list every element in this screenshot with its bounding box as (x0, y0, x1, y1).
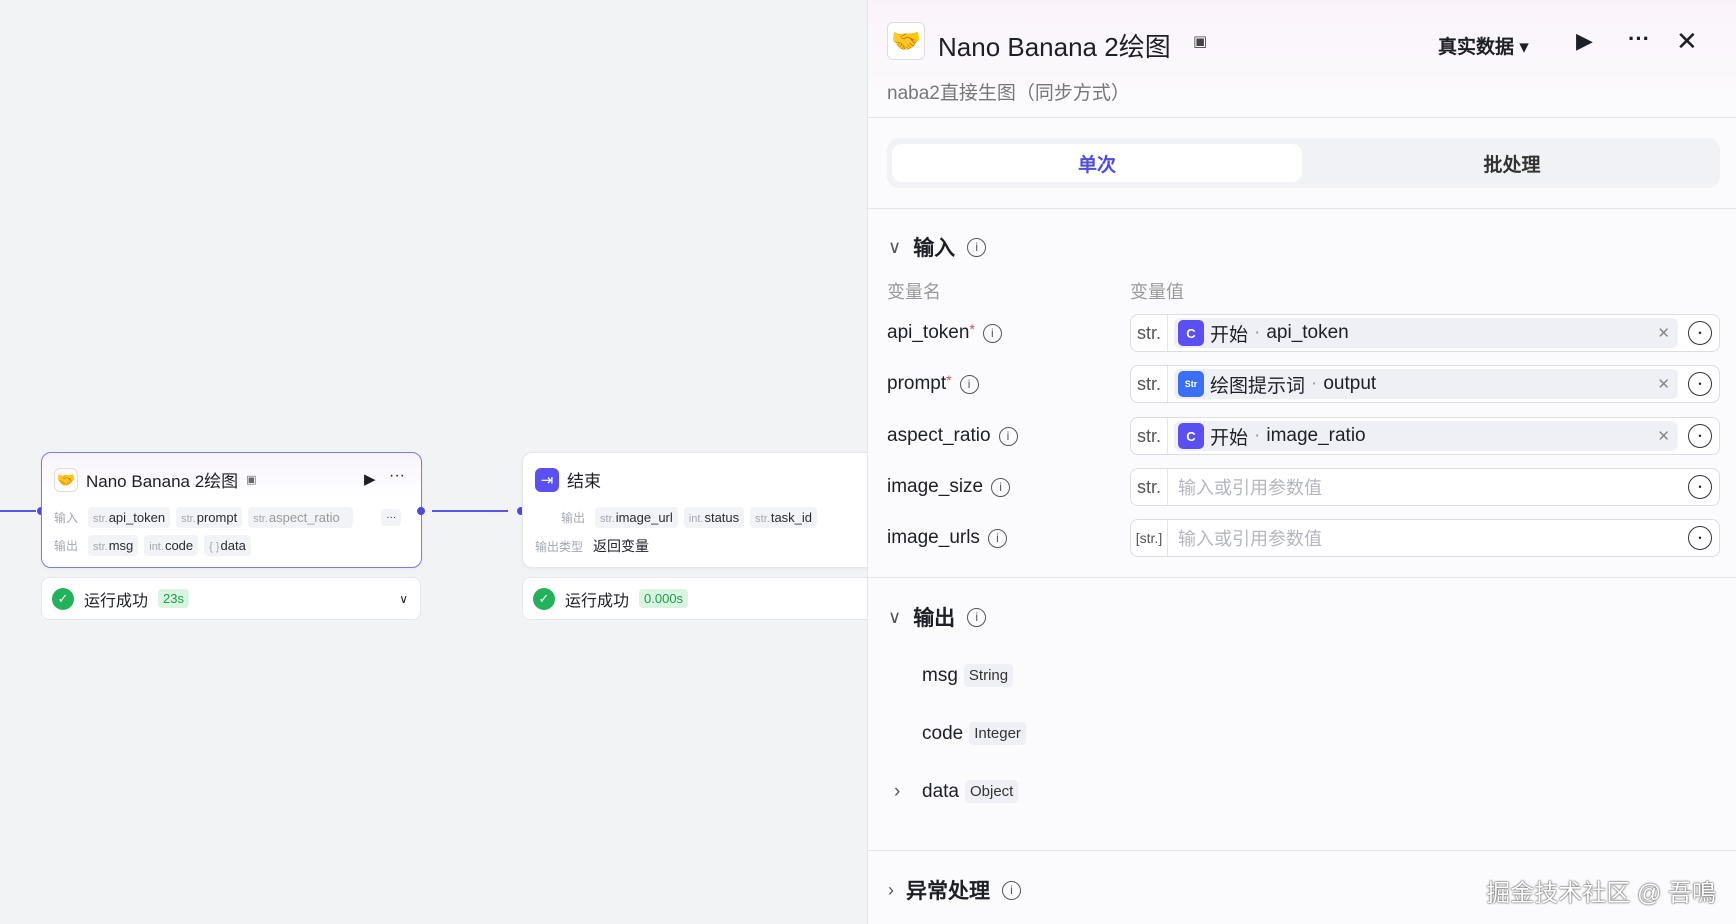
watermark: 掘金技术社区 @ 吾鳴 (1486, 880, 1716, 907)
node-more-button[interactable]: ··· (389, 467, 405, 484)
node-config-panel: 🤝 Nano Banana 2绘图 ▣ 真实数据 ▾ ▶ ··· ✕ naba2… (867, 0, 1736, 924)
output-tag: int.code (144, 535, 199, 556)
output-label: 输出 (561, 511, 586, 525)
variable-ref-icon[interactable]: • (1688, 424, 1712, 448)
run-node-button[interactable]: ▶ (364, 471, 376, 488)
info-icon: i (1002, 880, 1021, 900)
output-tag: int.status (683, 507, 745, 528)
output-label: 输出 (54, 539, 79, 553)
handshake-icon: 🤝 (54, 467, 78, 492)
text-node-icon: Str (1178, 371, 1204, 397)
status-text: 运行成功 (565, 592, 630, 610)
clear-icon[interactable]: ✕ (1657, 325, 1670, 342)
more-inputs-button[interactable]: ··· (381, 509, 402, 526)
node-title: 结束 (567, 472, 601, 491)
col-header-name: 变量名 (887, 282, 941, 302)
node1-run-status[interactable]: ✓ 运行成功 23s ∨ (41, 577, 421, 620)
output-type-label: 输出类型 (535, 539, 584, 554)
run-time-badge: 0.000s (639, 589, 689, 608)
check-icon: ✓ (533, 587, 555, 610)
run-time-badge: 23s (158, 589, 189, 608)
tab-single[interactable]: 单次 (892, 144, 1302, 182)
mode-tabs: 单次 批处理 (887, 138, 1720, 188)
node-title: Nano Banana 2绘图 (86, 472, 239, 491)
end-input-handle[interactable] (517, 507, 525, 515)
output-tag: str.image_url (595, 507, 678, 528)
chevron-down-icon[interactable]: ∨ (399, 591, 408, 606)
panel-description: naba2直接生图（同步方式） (887, 83, 1130, 104)
input-tag: str.prompt (176, 507, 243, 528)
variable-ref-icon[interactable]: • (1688, 372, 1712, 396)
variable-ref-icon[interactable]: • (1688, 526, 1712, 550)
check-icon: ✓ (52, 587, 74, 610)
variable-ref-icon[interactable]: • (1688, 321, 1712, 345)
col-header-value: 变量值 (1130, 282, 1184, 302)
node-end[interactable]: ⇥ 结束 输出 str.image_url int.status str.task… (522, 452, 882, 568)
node-nano-banana[interactable]: 🤝 Nano Banana 2绘图 ▣ ▶ ··· 输入 str.api_token… (41, 452, 422, 568)
tab-batch[interactable]: 批处理 (1483, 154, 1541, 176)
data-mode-select[interactable]: 真实数据 ▾ (1438, 37, 1529, 58)
clear-icon[interactable]: ✕ (1657, 428, 1670, 445)
plugin-icon: ▣ (1193, 33, 1208, 50)
edge-node1-end (432, 510, 508, 512)
node1-output-handle[interactable] (417, 507, 425, 515)
output-tag: str.task_id (750, 507, 818, 528)
output-tag: { }data (204, 535, 251, 556)
output-tag: str.msg (88, 535, 139, 556)
chevron-down-icon: ∨ (888, 236, 902, 257)
chevron-right-icon: › (888, 879, 894, 900)
edge-in (0, 510, 36, 512)
status-text: 运行成功 (84, 592, 149, 610)
more-button[interactable]: ··· (1628, 26, 1650, 51)
info-icon: i (982, 323, 1002, 343)
start-node-icon: C (1178, 320, 1204, 346)
end-icon: ⇥ (535, 467, 559, 492)
info-icon: i (967, 237, 987, 257)
variable-ref-icon[interactable]: • (1688, 475, 1712, 499)
clear-icon[interactable]: ✕ (1657, 376, 1670, 393)
run-button[interactable]: ▶ (1576, 28, 1593, 53)
input-tag: str.api_token (88, 507, 171, 528)
panel-title: Nano Banana 2绘图 (938, 32, 1171, 62)
image-size-field[interactable]: str.输入或引用参数值• (1130, 468, 1720, 506)
info-icon: i (991, 477, 1011, 497)
close-button[interactable]: ✕ (1676, 26, 1698, 56)
chevron-down-icon: ∨ (888, 606, 902, 627)
start-node-icon: C (1178, 423, 1204, 449)
chevron-right-icon: › (894, 780, 901, 802)
info-icon: i (998, 426, 1018, 446)
handshake-icon: 🤝 (887, 22, 925, 60)
info-icon: i (967, 607, 987, 627)
info-icon: i (959, 374, 979, 394)
end-run-status[interactable]: ✓ 运行成功 0.000s (522, 577, 882, 620)
input-label: 输入 (54, 511, 79, 525)
input-tag: str.aspect_ratio (248, 507, 354, 528)
image-urls-field[interactable]: [str.]输入或引用参数值• (1130, 519, 1720, 557)
info-icon: i (987, 528, 1007, 548)
output-type-value: 返回变量 (593, 538, 650, 554)
plugin-icon: ▣ (246, 474, 257, 486)
